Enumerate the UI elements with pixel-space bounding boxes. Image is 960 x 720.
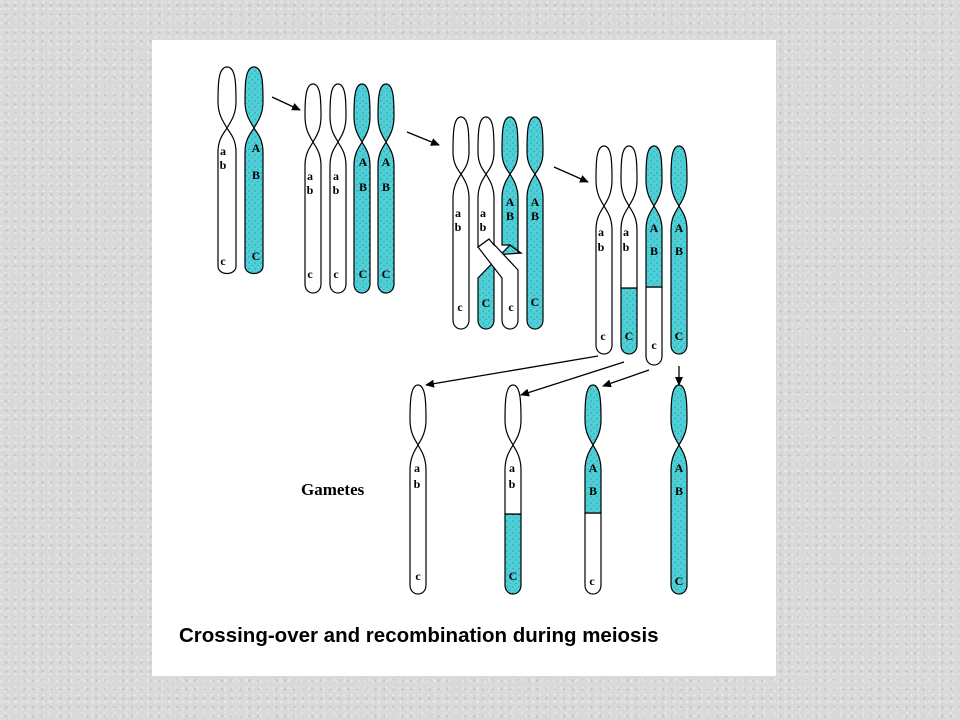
gene-label-B: B [589,484,597,498]
gametes: a b c a b C A B c A B C [409,384,688,595]
gene-label-a: a [414,461,420,475]
gene-label-a: a [480,206,486,220]
gene-label-a: a [509,461,515,475]
gene-label-a: a [220,144,226,158]
stage-4-recombinant-chromatids: a b c a b C A B c A B C [595,145,688,366]
arrow-to-gamete-2 [520,361,625,397]
chromatid-parental-maternal: a b c [595,145,613,355]
arrow-stage2-to-3 [406,131,440,146]
gene-label-b: b [414,477,421,491]
gene-label-c: c [307,267,313,281]
stage-1-homologous-pair: a b c A B C [217,66,264,275]
gene-label-a: a [333,169,339,183]
gene-label-b: b [598,240,605,254]
chromatid-paternal-1: A B C [353,83,371,294]
gene-label-b: b [480,220,487,234]
gamete-abc: a b c [409,384,427,595]
gene-label-C: C [675,329,684,343]
chromatid-maternal-1: a b c [452,116,470,330]
gene-label-B: B [675,484,683,498]
gene-label-b: b [509,477,516,491]
gene-label-A: A [359,155,368,169]
gene-label-A: A [589,461,598,475]
gene-label-C: C [531,295,540,309]
gene-label-A: A [252,141,261,155]
gamete-ABC: A B C [670,384,688,595]
chromatid-maternal-1: a b c [304,83,322,294]
gene-label-A: A [675,461,684,475]
gene-label-B: B [382,180,390,194]
gene-label-a: a [623,225,629,239]
gene-label-A: A [650,221,659,235]
meiosis-diagram: a b c A B C a b c a b [179,66,688,647]
stage-3-crossing-over: a b c a b A B C c [452,116,544,330]
gene-label-c: c [457,300,463,314]
gene-label-c: c [589,574,595,588]
gene-label-b: b [455,220,462,234]
gene-label-C: C [252,249,261,263]
chromosome-maternal: a b c [217,66,237,275]
gamete-abC: a b C [504,384,522,595]
gene-label-C: C [625,329,634,343]
gene-label-B: B [531,209,539,223]
gene-label-b: b [220,158,227,172]
gene-label-a: a [455,206,461,220]
gene-label-c: c [508,300,514,314]
chromosome-paternal: A B C [244,66,264,275]
gene-label-C: C [359,267,368,281]
gene-label-A: A [382,155,391,169]
stage-2-replicated-chromatids: a b c a b c A B C A B C [304,83,395,294]
gene-label-B: B [359,180,367,194]
gametes-label: Gametes [301,480,365,499]
gene-label-c: c [651,338,657,352]
gene-label-a: a [307,169,313,183]
gene-label-B: B [252,168,260,182]
chromatid-parental-paternal: A B C [670,145,688,355]
gene-label-b: b [307,183,314,197]
gene-label-c: c [333,267,339,281]
gene-label-B: B [675,244,683,258]
chromatid-maternal-2: a b c [329,83,347,294]
caption: Crossing-over and recombination during m… [179,624,659,647]
gene-label-c: c [220,254,226,268]
gene-label-C: C [675,574,684,588]
arrow-stage3-to-4 [553,166,589,183]
gene-label-C: C [482,296,491,310]
gene-label-c: c [600,329,606,343]
arrow-to-gamete-1 [425,355,599,388]
chromatid-crossing-lower-maternal [477,238,519,330]
arrow-stage1-to-2 [271,96,301,111]
gene-label-b: b [623,240,630,254]
chromatid-recombinant-abC: a b C [620,145,638,355]
gene-label-B: B [506,209,514,223]
chromatid-paternal-2: A B C [526,116,544,330]
gene-label-B: B [650,244,658,258]
arrow-to-gamete-3 [602,369,650,388]
gamete-ABc: A B c [584,384,602,595]
slide-panel: a b c A B C a b c a b [152,40,776,676]
gene-label-a: a [598,225,604,239]
chromatid-paternal-2: A B C [377,83,395,294]
chromatid-paternal-1-upper: A B [501,116,523,254]
gene-label-c: c [415,569,421,583]
gamete-arrows [425,355,683,397]
gene-label-A: A [506,195,515,209]
chromatid-recombinant-ABc: A B c [645,145,663,366]
gene-label-b: b [333,183,340,197]
gene-label-C: C [382,267,391,281]
chromatid-maternal-2-upper: a b [477,116,495,249]
gene-label-A: A [675,221,684,235]
gene-label-C: C [509,569,518,583]
gene-label-A: A [531,195,540,209]
